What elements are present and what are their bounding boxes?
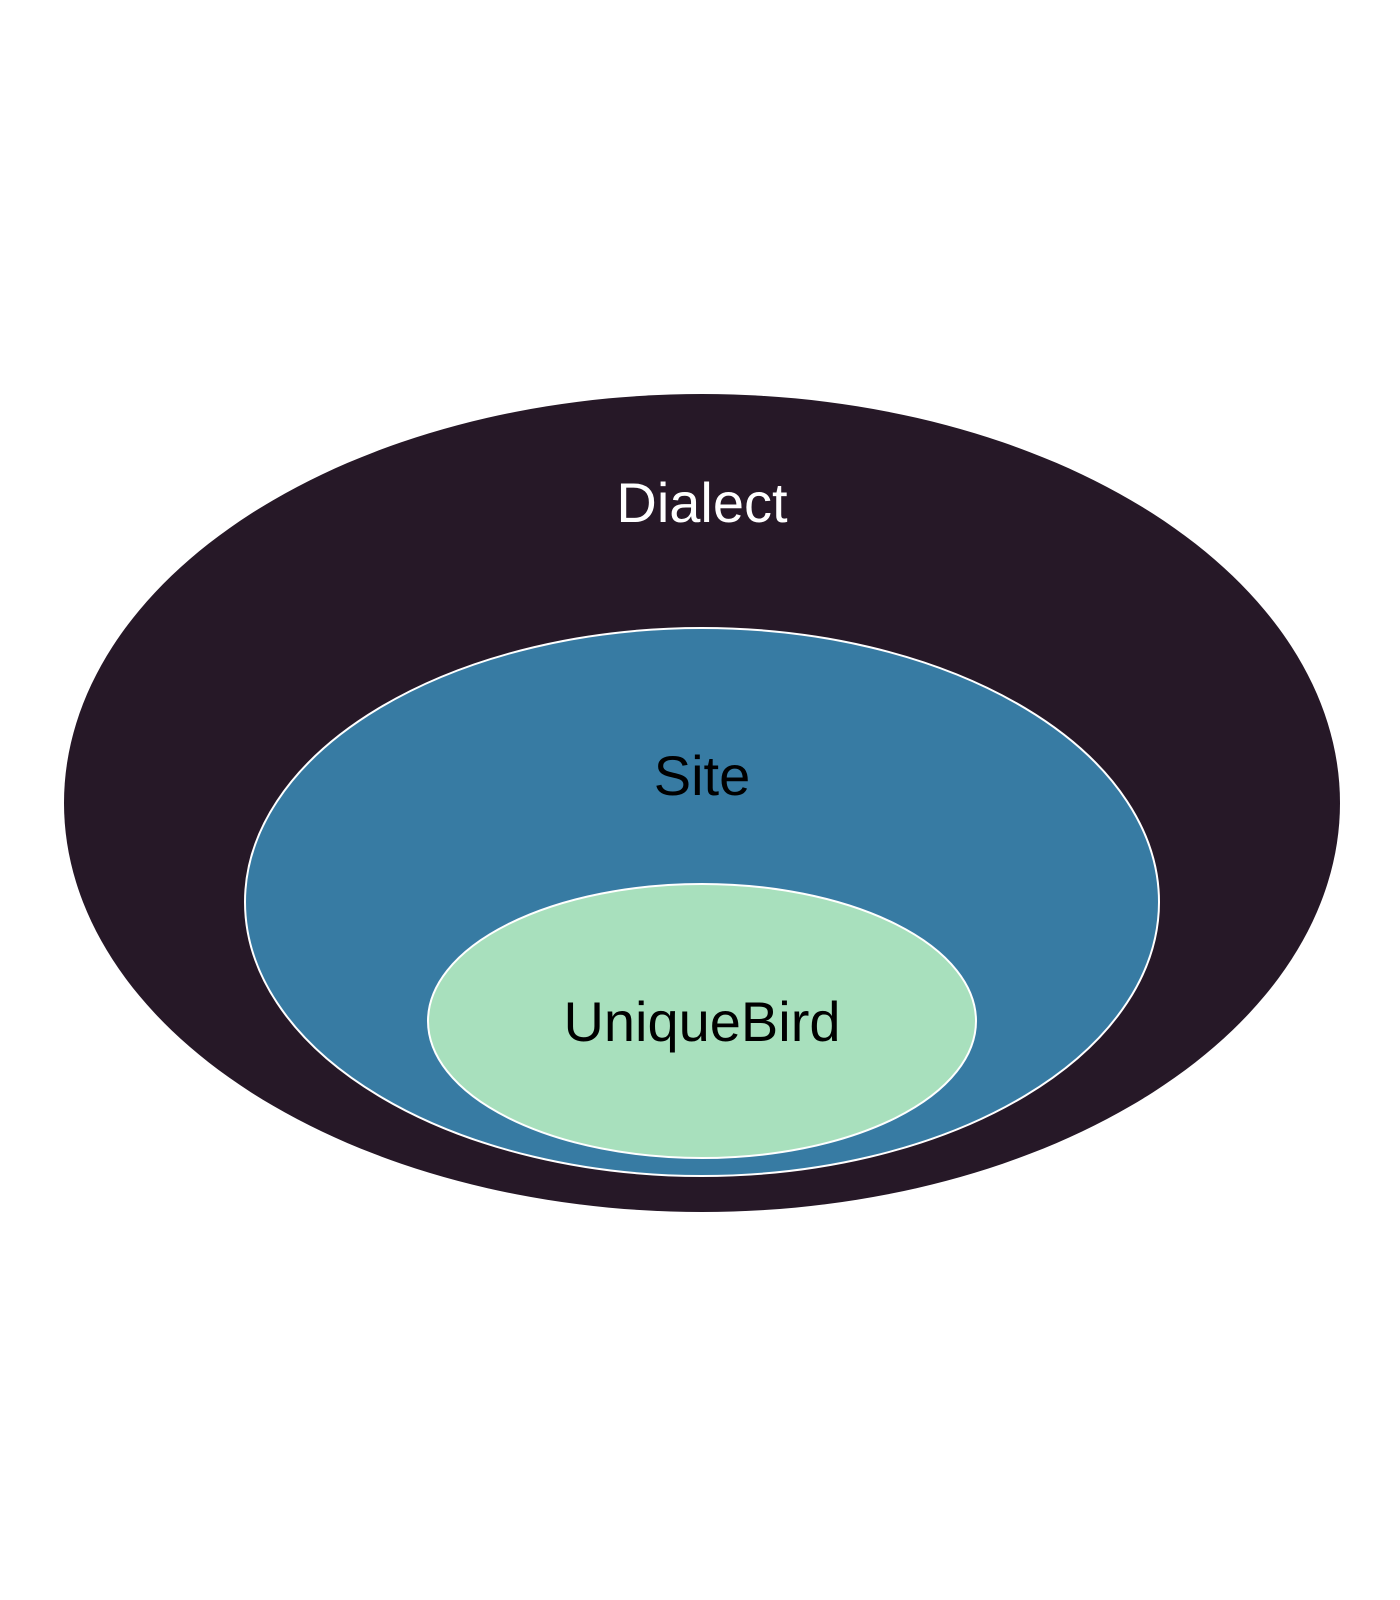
level-uniquebird: UniqueBird: [427, 883, 977, 1159]
uniquebird-ellipse: [427, 883, 977, 1159]
site-label: Site: [654, 744, 751, 807]
uniquebird-label: UniqueBird: [563, 990, 840, 1053]
dialect-label: Dialect: [616, 471, 788, 534]
